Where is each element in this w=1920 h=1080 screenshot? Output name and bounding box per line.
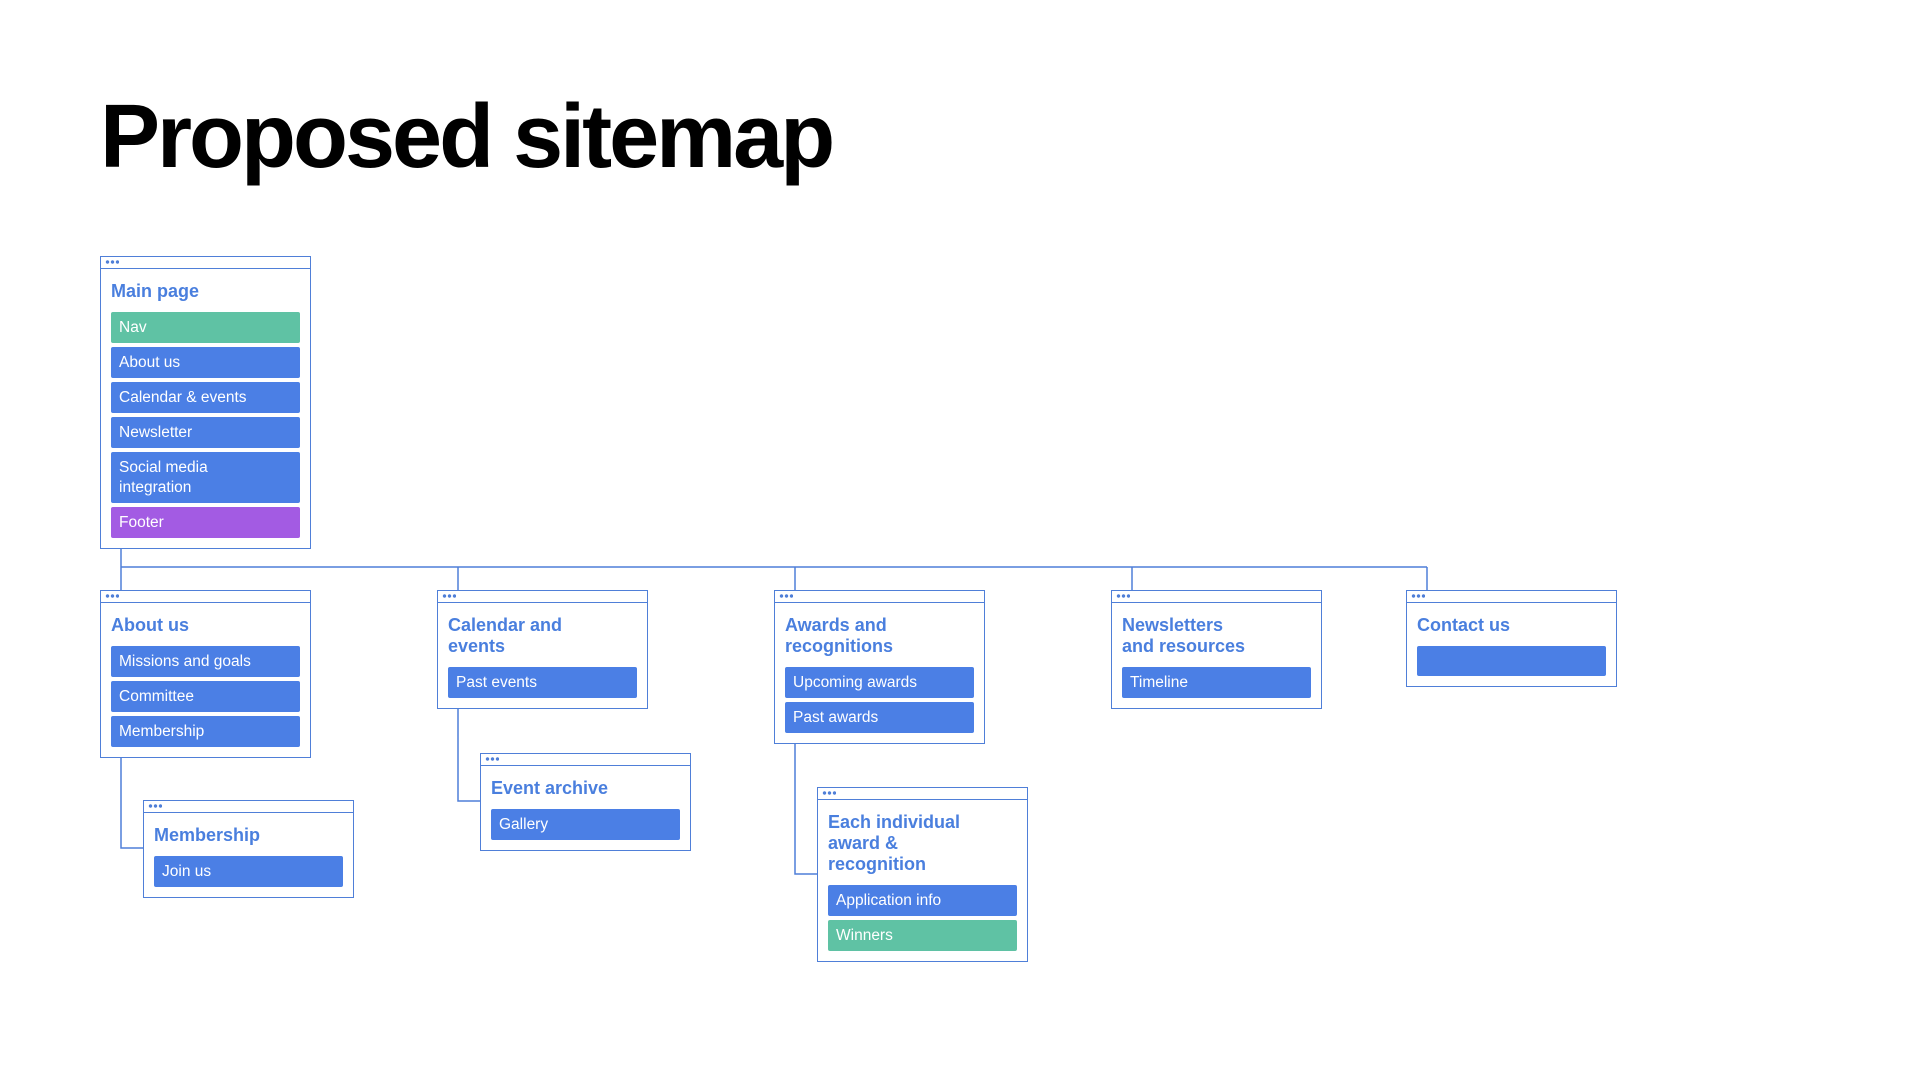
main-page-card: Main page Nav About us Calendar & events… [100, 256, 311, 549]
item-membership[interactable]: Membership [111, 716, 300, 747]
connector-awards-each [794, 742, 817, 875]
calendar-events-card: Calendar and events Past events [437, 590, 648, 709]
card-title: Calendar and events [448, 615, 563, 656]
awards-card: Awards and recognitions Upcoming awards … [774, 590, 985, 744]
item-missions-goals[interactable]: Missions and goals [111, 646, 300, 677]
window-dots-icon [1116, 594, 1130, 598]
window-bar [481, 754, 690, 766]
connector-about-membership [120, 755, 143, 849]
window-dots-icon [822, 791, 836, 795]
item-committee[interactable]: Committee [111, 681, 300, 712]
item-newsletter[interactable]: Newsletter [111, 417, 300, 448]
window-bar [101, 591, 310, 603]
item-upcoming-awards[interactable]: Upcoming awards [785, 667, 974, 698]
item-about-us[interactable]: About us [111, 347, 300, 378]
item-application-info[interactable]: Application info [828, 885, 1017, 916]
item-footer[interactable]: Footer [111, 507, 300, 538]
membership-card: Membership Join us [143, 800, 354, 898]
window-bar [1407, 591, 1616, 603]
item-calendar-events[interactable]: Calendar & events [111, 382, 300, 413]
card-title: Event archive [491, 778, 609, 798]
window-dots-icon [105, 260, 119, 264]
page-title: Proposed sitemap [100, 87, 835, 187]
card-title: Contact us [1417, 615, 1511, 635]
item-past-events[interactable]: Past events [448, 667, 637, 698]
window-dots-icon [1411, 594, 1425, 598]
window-dots-icon [779, 594, 793, 598]
item-timeline[interactable]: Timeline [1122, 667, 1311, 698]
card-title: Main page [111, 281, 200, 301]
item-join-us[interactable]: Join us [154, 856, 343, 887]
item-social-media[interactable]: Social media integration [111, 452, 300, 503]
window-dots-icon [442, 594, 456, 598]
about-us-card: About us Missions and goals Committee Me… [100, 590, 311, 758]
newsletters-card: Newsletters and resources Timeline [1111, 590, 1322, 709]
item-winners[interactable]: Winners [828, 920, 1017, 951]
connector-calendar-archive [457, 708, 480, 802]
card-title: Membership [154, 825, 261, 845]
window-bar [144, 801, 353, 813]
item-past-awards[interactable]: Past awards [785, 702, 974, 733]
card-title: Each individual award & recognition [828, 812, 961, 874]
contact-us-card: Contact us [1406, 590, 1617, 687]
window-bar [101, 257, 310, 269]
window-bar [1112, 591, 1321, 603]
window-bar [438, 591, 647, 603]
window-bar [775, 591, 984, 603]
each-award-card: Each individual award & recognition Appl… [817, 787, 1028, 962]
window-bar [818, 788, 1027, 800]
window-dots-icon [105, 594, 119, 598]
event-archive-card: Event archive Gallery [480, 753, 691, 851]
card-title: About us [111, 615, 189, 635]
item-nav[interactable]: Nav [111, 312, 300, 343]
item-gallery[interactable]: Gallery [491, 809, 680, 840]
window-dots-icon [485, 757, 499, 761]
card-title: Awards and recognitions [785, 615, 894, 656]
window-dots-icon [148, 804, 162, 808]
item-contact-placeholder[interactable] [1417, 646, 1606, 676]
card-title: Newsletters and resources [1122, 615, 1246, 656]
